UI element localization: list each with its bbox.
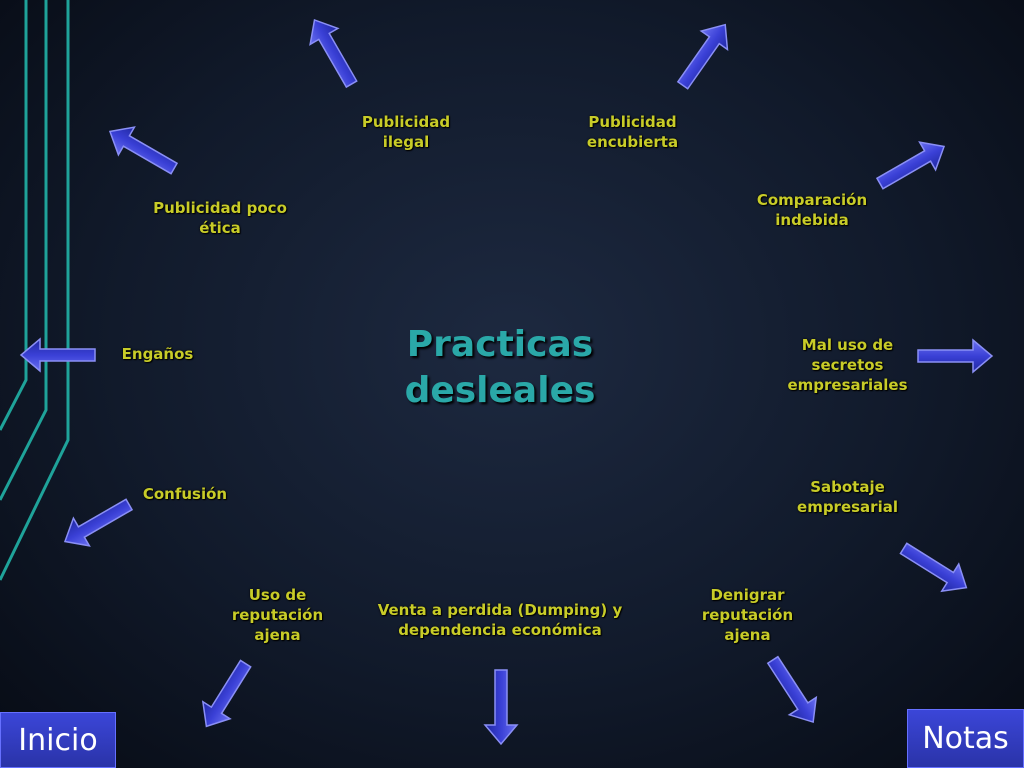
notas-button[interactable]: Notas [907, 709, 1024, 768]
node-confusion: Confusión [142, 485, 228, 503]
node-mal-uso-secretos: Mal uso de secretos empresariales [787, 336, 908, 394]
node-sabotaje-empresarial: Sabotaje empresarial [797, 478, 898, 516]
node-uso-reputacion-ajena: Uso de reputación ajena [231, 586, 324, 644]
central-title: Practicas desleales [404, 324, 596, 411]
arrow-denigrar-reputacion [758, 650, 828, 732]
node-venta-a-perdida: Venta a perdida (Dumping) y dependencia … [377, 601, 623, 639]
arrow-sabotaje-empresarial [894, 534, 976, 602]
node-comparacion-indebida: Comparación indebida [756, 191, 868, 229]
arrow-venta-a-perdida [484, 669, 518, 745]
arrow-comparacion-indebida [871, 131, 953, 199]
inicio-button[interactable]: Inicio [0, 712, 116, 768]
arrow-publicidad-encubierta [668, 14, 740, 96]
arrow-publicidad-poco-etica [101, 116, 183, 184]
node-enganos: Engaños [121, 345, 194, 363]
arrow-enganos [20, 338, 96, 372]
arrow-uso-reputacion-ajena [192, 654, 260, 736]
node-publicidad-encubierta: Publicidad encubierta [586, 113, 679, 151]
arrow-mal-uso-secretos [917, 339, 993, 373]
node-publicidad-poco-etica: Publicidad poco ética [153, 199, 287, 237]
node-denigrar-reputacion: Denigrar reputación ajena [701, 586, 794, 644]
arrow-publicidad-ilegal [299, 11, 367, 93]
decorative-lines [0, 0, 70, 581]
node-publicidad-ilegal: Publicidad ilegal [361, 113, 451, 151]
arrow-confusion [56, 489, 138, 557]
